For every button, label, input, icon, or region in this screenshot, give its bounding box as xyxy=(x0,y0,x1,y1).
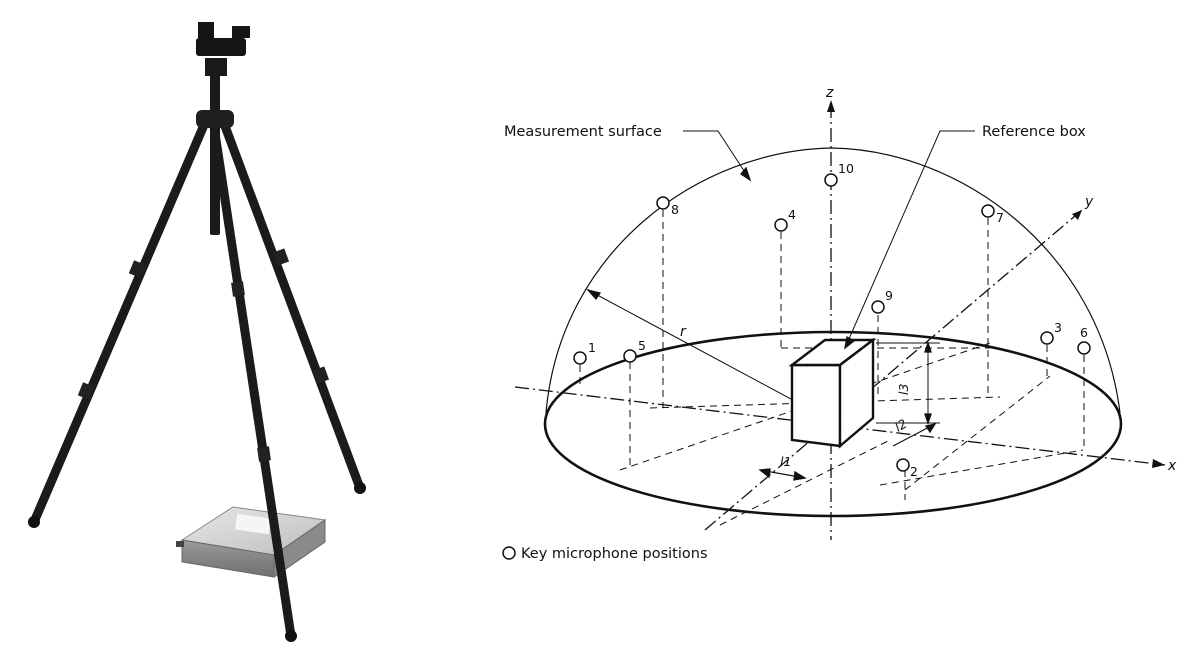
mic-marker-8 xyxy=(656,196,670,210)
radius-line xyxy=(587,289,831,421)
dimension-l2: l2 xyxy=(892,416,909,435)
base-ellipse xyxy=(543,330,1123,518)
y-axis-label: y xyxy=(1084,194,1094,210)
legend-mic-icon xyxy=(502,546,516,560)
mic-marker-5 xyxy=(623,349,637,363)
radius-label: r xyxy=(680,324,687,340)
mic-label-9: 9 xyxy=(885,288,893,303)
dimension-l1: l1 xyxy=(780,454,791,469)
z-arrow-icon xyxy=(827,100,835,112)
mic-marker-9 xyxy=(871,300,885,314)
mic-label-3: 3 xyxy=(1054,320,1062,335)
reference-box-label: Reference box xyxy=(982,124,1086,140)
tripod-photo xyxy=(28,22,366,642)
tripod-pan-head xyxy=(196,22,250,76)
mic-label-8: 8 xyxy=(671,202,679,217)
tripod-legs xyxy=(28,113,366,642)
measurement-surface-label: Measurement surface xyxy=(504,124,662,140)
mic-marker-4 xyxy=(774,218,788,232)
mic-label-2: 2 xyxy=(910,464,918,479)
tripod-center-column xyxy=(196,70,234,235)
legend-label: Key microphone positions xyxy=(521,546,708,562)
mic-marker-1 xyxy=(573,351,587,365)
mic-marker-3 xyxy=(1040,331,1054,345)
mic-label-5: 5 xyxy=(638,338,646,353)
x-axis xyxy=(514,386,1166,466)
x-arrow-icon xyxy=(1152,459,1165,468)
y-axis xyxy=(704,209,1083,531)
reference-box-leader xyxy=(844,130,975,349)
x-axis-label: x xyxy=(1167,458,1177,474)
mic-label-4: 4 xyxy=(788,207,796,222)
y-arrow-icon xyxy=(1072,210,1082,220)
reference-box xyxy=(788,337,877,449)
z-axis-label: z xyxy=(825,85,834,101)
hemisphere-dome xyxy=(545,147,1121,414)
dimension-l3: l3 xyxy=(896,384,911,395)
mic-marker-2 xyxy=(896,458,910,472)
measurement-surface-leader xyxy=(683,130,751,181)
mic-label-6: 6 xyxy=(1080,325,1088,340)
metal-box xyxy=(176,506,327,578)
mic-label-7: 7 xyxy=(996,210,1004,225)
mic-marker-10 xyxy=(824,173,838,187)
mic-label-1: 1 xyxy=(588,340,596,355)
mic-label-10: 10 xyxy=(838,161,854,176)
mic-marker-7 xyxy=(981,204,995,218)
mic-marker-6 xyxy=(1077,341,1091,355)
